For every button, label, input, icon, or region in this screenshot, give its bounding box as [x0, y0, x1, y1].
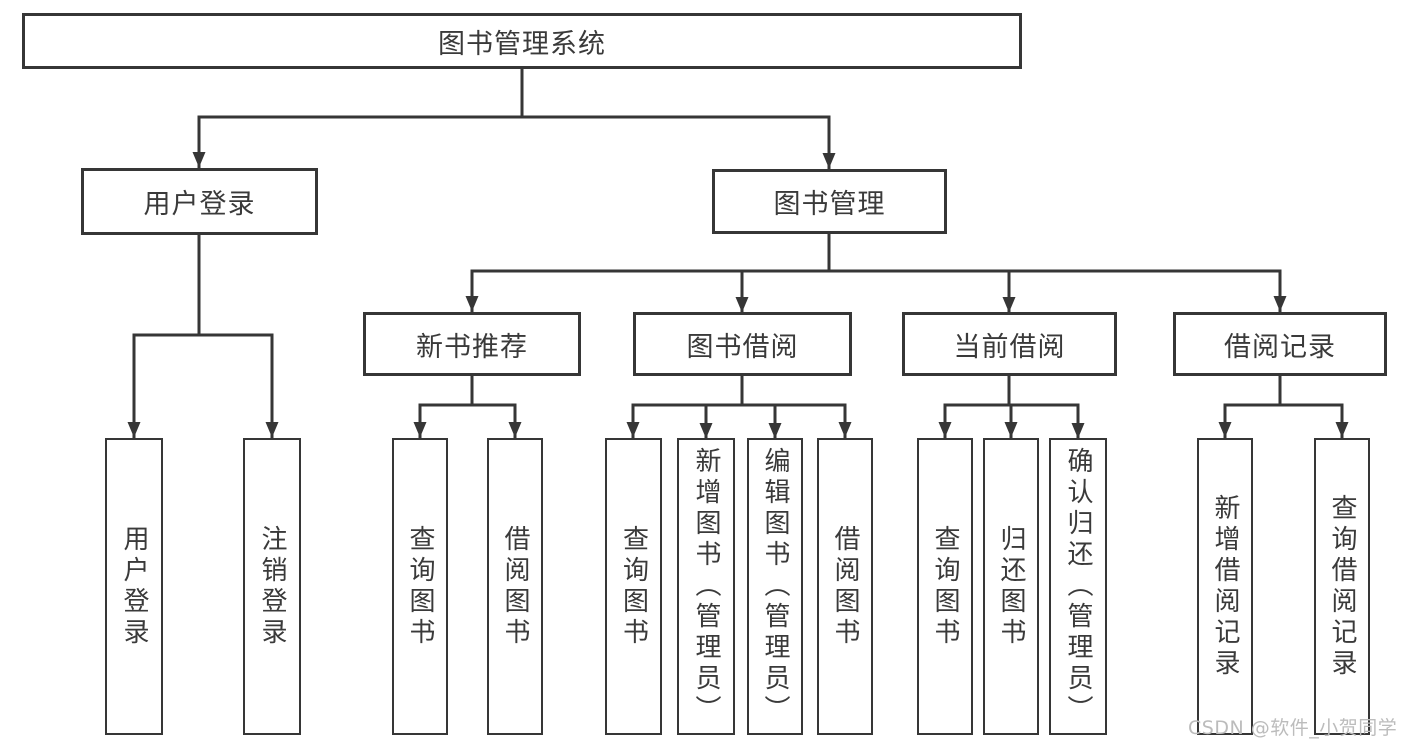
connector-root-to-level2	[192, 67, 836, 170]
node-book-management: 图书管理	[712, 169, 947, 234]
node-borrow-records: 借阅记录	[1173, 312, 1387, 376]
leaf-newbook-query-label: 查询图书	[405, 524, 435, 649]
node-current-borrow-label: 当前借阅	[953, 331, 1066, 363]
root-node-label: 图书管理系统	[438, 28, 606, 60]
leaf-borrow-add-book-label: 新增图书（管理员）	[691, 447, 721, 726]
leaf-user-login: 用户登录	[105, 438, 163, 735]
leaf-current-return-label: 归还图书	[996, 524, 1026, 649]
leaf-current-query-label: 查询图书	[930, 524, 960, 649]
leaf-user-login-label: 用户登录	[119, 524, 149, 649]
node-user-login-label: 用户登录	[143, 189, 256, 220]
node-book-management-label: 图书管理	[773, 189, 886, 220]
node-user-login: 用户登录	[81, 168, 318, 235]
leaf-newbook-borrow: 借阅图书	[487, 438, 543, 735]
leaf-current-return: 归还图书	[983, 438, 1039, 735]
leaf-borrow-book: 借阅图书	[817, 438, 873, 735]
root-node: 图书管理系统	[22, 13, 1022, 69]
node-current-borrow: 当前借阅	[902, 312, 1117, 376]
leaf-newbook-borrow-label: 借阅图书	[500, 524, 530, 649]
connector-user-login-to-leaves	[127, 233, 279, 439]
leaf-borrow-query-label: 查询图书	[618, 524, 649, 649]
leaf-borrow-book-label: 借阅图书	[830, 524, 860, 649]
leaf-logout-label: 注销登录	[257, 524, 287, 649]
node-book-borrow-label: 图书借阅	[686, 331, 799, 363]
connector-borrow-records-to-leaves	[1218, 374, 1349, 439]
connector-new-book-to-leaves	[413, 374, 522, 439]
leaf-records-query-label: 查询借阅记录	[1327, 493, 1357, 680]
leaf-borrow-edit-book-label: 编辑图书（管理员）	[760, 447, 790, 726]
leaf-newbook-query: 查询图书	[392, 438, 448, 735]
connector-current-borrow-to-leaves	[938, 374, 1085, 440]
leaf-borrow-edit-book: 编辑图书（管理员）	[747, 438, 803, 735]
node-new-book-recommend-label: 新书推荐	[416, 331, 528, 363]
connector-book-borrow-to-leaves	[626, 374, 852, 440]
leaf-borrow-query: 查询图书	[605, 438, 662, 735]
leaf-current-confirm-return: 确认归还（管理员）	[1049, 438, 1107, 735]
leaf-borrow-add-book: 新增图书（管理员）	[677, 438, 735, 735]
csdn-watermark: CSDN @软件_小贺同学	[1188, 717, 1398, 739]
node-borrow-records-label: 借阅记录	[1224, 331, 1336, 363]
leaf-records-add-label: 新增借阅记录	[1210, 493, 1240, 680]
node-new-book-recommend: 新书推荐	[363, 312, 581, 376]
leaf-current-confirm-return-label: 确认归还（管理员）	[1063, 447, 1093, 726]
leaf-current-query: 查询图书	[917, 438, 973, 735]
leaf-records-query: 查询借阅记录	[1314, 438, 1370, 735]
connector-book-management-to-level3	[465, 232, 1287, 314]
node-book-borrow: 图书借阅	[633, 312, 852, 376]
leaf-logout: 注销登录	[243, 438, 301, 735]
leaf-records-add: 新增借阅记录	[1197, 438, 1253, 735]
